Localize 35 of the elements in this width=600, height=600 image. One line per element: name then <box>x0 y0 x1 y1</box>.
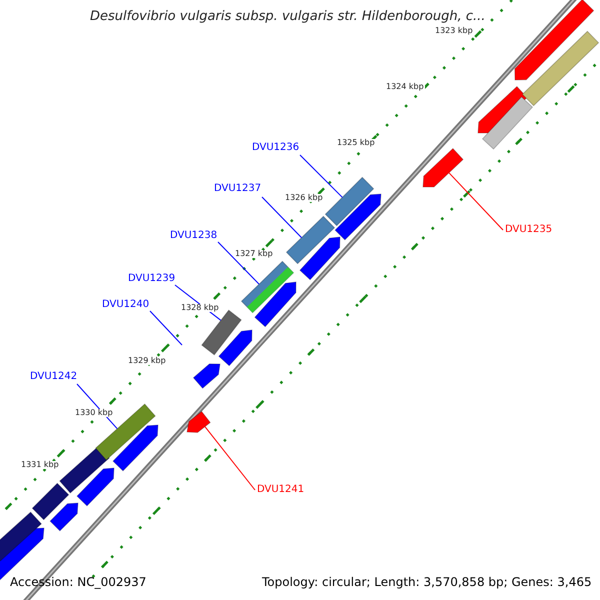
leader-line <box>218 242 260 285</box>
gene-label: DVU1241 <box>257 485 304 495</box>
gene-feature <box>324 176 374 226</box>
accession-text: Accession: NC_002937 <box>10 576 146 588</box>
gene-feature <box>186 410 211 433</box>
gene-feature <box>522 30 600 106</box>
leader-line <box>204 426 256 490</box>
gene-feature <box>286 216 336 264</box>
leader-line <box>150 310 182 346</box>
tick-label: 1325 kbp <box>336 139 376 147</box>
gene-label: DVU1240 <box>102 300 150 310</box>
gene-feature <box>514 0 594 80</box>
tick-label: 1324 kbp <box>385 83 425 91</box>
tick-label: 1330 kbp <box>74 409 114 417</box>
leader-line <box>76 384 118 430</box>
gene-label: DVU1237 <box>214 184 262 194</box>
gene-feature <box>95 403 156 461</box>
leader-line <box>448 172 504 230</box>
tick-label: 1326 kbp <box>284 194 324 202</box>
tick-label: 1329 kbp <box>127 357 167 365</box>
gene-label: DVU1239 <box>128 274 176 284</box>
tick-label: 1331 kbp <box>20 461 60 469</box>
genome-title: Desulfovibrio vulgaris subsp. vulgaris str. Hildenborough, c... <box>90 10 486 23</box>
gene-feature <box>240 260 294 314</box>
tick-label: 1328 kbp <box>180 304 220 312</box>
genome-stats-text: Topology: circular; Length: 3,570,858 bp; Genes: 3,465 <box>262 576 592 588</box>
tick-label: 1327 kbp <box>234 250 274 258</box>
gene-label: DVU1236 <box>252 143 300 153</box>
gene-feature <box>422 148 464 188</box>
gene-label: DVU1238 <box>170 231 218 241</box>
leader-line <box>300 154 343 198</box>
tick-label: 1323 kbp <box>434 27 474 35</box>
leader-line <box>262 196 302 238</box>
gene-label: DVU1235 <box>505 225 552 235</box>
gene-label: DVU1242 <box>30 372 78 382</box>
